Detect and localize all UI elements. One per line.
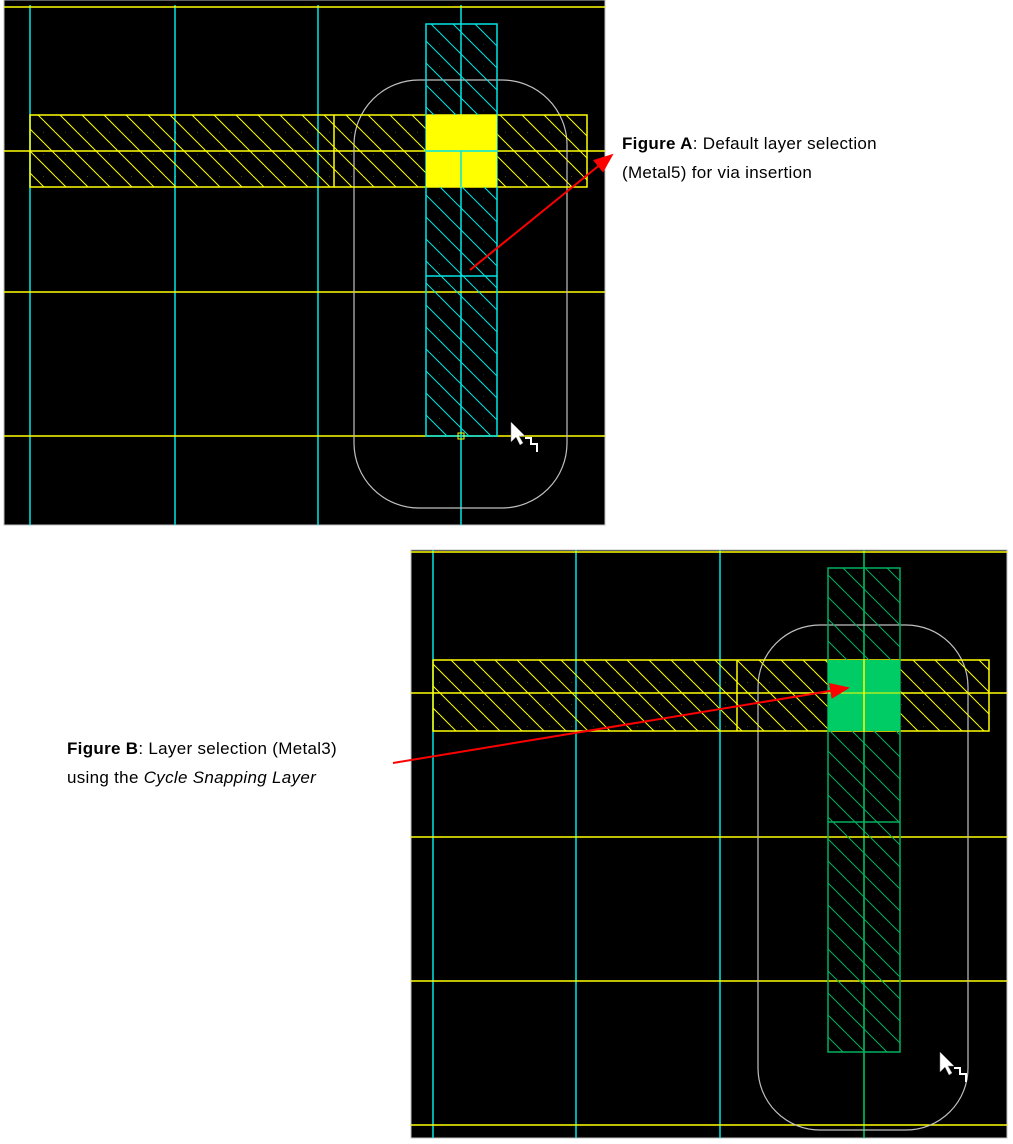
figure-b-text-line2-italic: Cycle Snapping Layer <box>143 768 317 787</box>
figure-a-label: Figure A <box>622 134 693 153</box>
cursor-icon <box>939 1051 967 1082</box>
metal-wire-horizontal <box>29 114 588 188</box>
grid-vertical-lines <box>29 5 462 525</box>
figure-a-text-line2: (Metal5) for via insertion <box>622 163 813 182</box>
via-wire-vertical <box>425 23 498 437</box>
figure-b-label: Figure B <box>67 739 139 758</box>
grid-vertical-lines <box>432 550 721 1138</box>
metal-wire-horizontal <box>432 659 990 732</box>
callout-arrow-a <box>469 153 614 271</box>
figure-b-text-line1: : Layer selection (Metal3) <box>138 739 338 758</box>
figure-b-text-line2-prefix: using the <box>67 768 144 787</box>
figure-b-caption: Figure B: Layer selection (Metal3) using… <box>67 734 337 792</box>
snap-point <box>457 432 465 440</box>
figure-a-text-line1: : Default layer selection <box>692 134 877 153</box>
figure-a-caption: Figure A: Default layer selection (Metal… <box>622 129 877 187</box>
figure-b-layout-view <box>410 549 1008 1139</box>
via-wire-vertical <box>827 567 901 1053</box>
cursor-icon <box>510 421 538 452</box>
figure-a-layout-view <box>3 0 606 526</box>
callout-arrow-b <box>392 683 850 764</box>
